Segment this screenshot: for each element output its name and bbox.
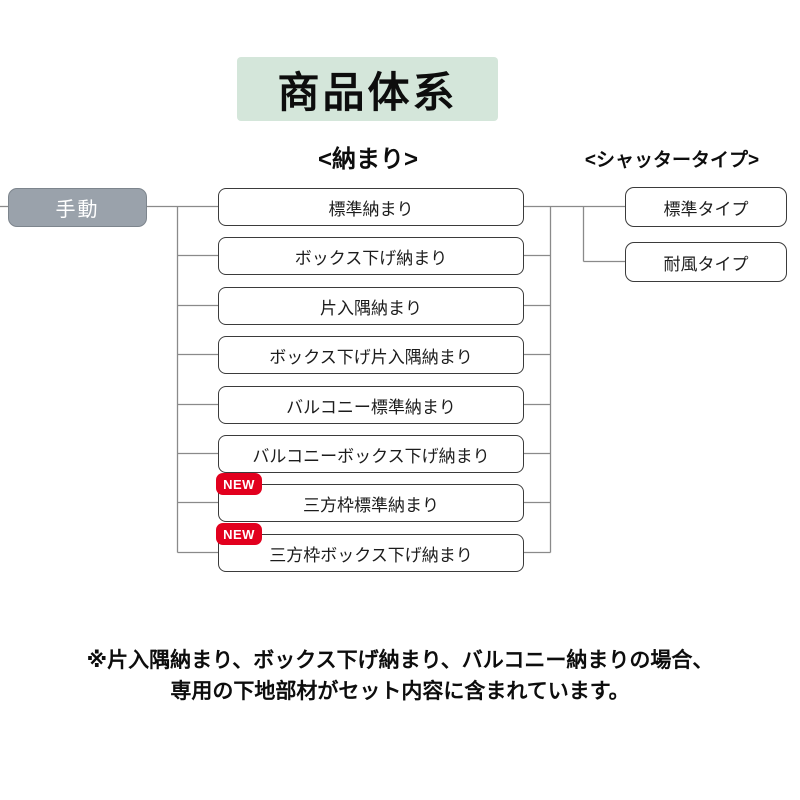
page-title: 商品体系 [237, 57, 498, 121]
node-osamari-corner: 片入隅納まり [218, 287, 524, 325]
node-osamari-balcony-standard: バルコニー標準納まり [218, 386, 524, 424]
node-osamari-threeway-box-lowered: 三方枠ボックス下げ納まり [218, 534, 524, 572]
node-manual: 手動 [8, 188, 147, 227]
footnote-line-1: ※片入隅納まり、ボックス下げ納まり、バルコニー納まりの場合、 [86, 649, 714, 672]
node-osamari-box-lowered-corner: ボックス下げ片入隅納まり [218, 336, 524, 374]
node-osamari-threeway-standard: 三方枠標準納まり [218, 484, 524, 522]
new-badge: NEW [216, 473, 262, 495]
footnote-line-2: 専用の下地部材がセット内容に含まれています。 [170, 680, 630, 703]
node-shutter-windproof-type: 耐風タイプ [625, 242, 787, 282]
new-badge: NEW [216, 523, 262, 545]
column-header-osamari: <納まり> [317, 146, 419, 173]
node-shutter-standard-type: 標準タイプ [625, 187, 787, 227]
node-osamari-box-lowered: ボックス下げ納まり [218, 237, 524, 275]
node-osamari-standard: 標準納まり [218, 188, 524, 226]
column-header-shutter-type: <シャッタータイプ> [584, 150, 760, 171]
node-osamari-balcony-box-lowered: バルコニーボックス下げ納まり [218, 435, 524, 473]
footnote: ※片入隅納まり、ボックス下げ納まり、バルコニー納まりの場合、 専用の下地部材がセ… [0, 645, 800, 707]
